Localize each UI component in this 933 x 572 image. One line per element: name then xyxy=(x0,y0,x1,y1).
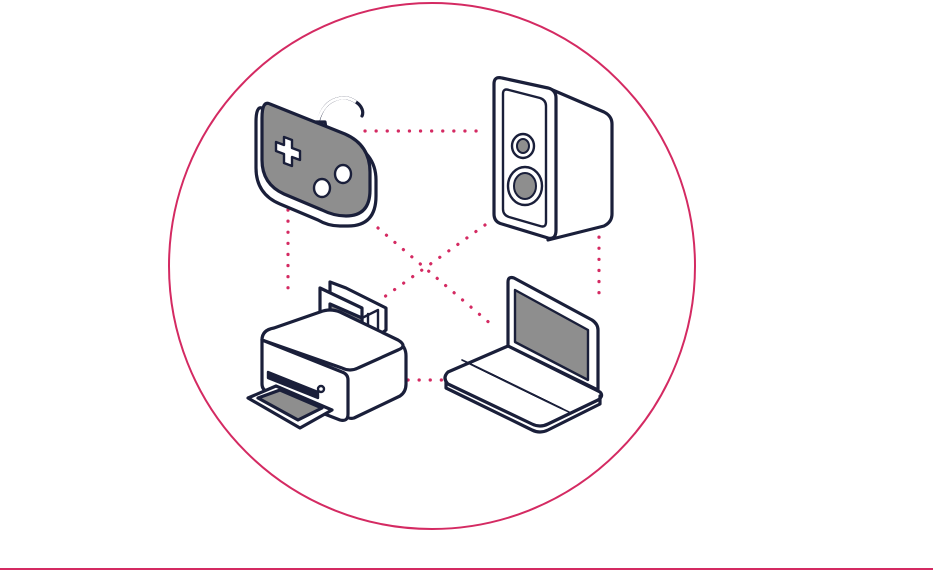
printer-icon xyxy=(246,280,408,430)
link-speaker-printer xyxy=(378,223,487,302)
link-controller-laptop xyxy=(376,226,494,327)
keyboard-keys xyxy=(461,359,570,413)
speaker-icon xyxy=(492,76,614,242)
frame-circle xyxy=(168,2,696,530)
keyboard-key xyxy=(556,405,570,413)
laptop-icon xyxy=(443,275,604,434)
connection-links xyxy=(286,129,601,382)
game-controller-icon xyxy=(254,96,378,228)
